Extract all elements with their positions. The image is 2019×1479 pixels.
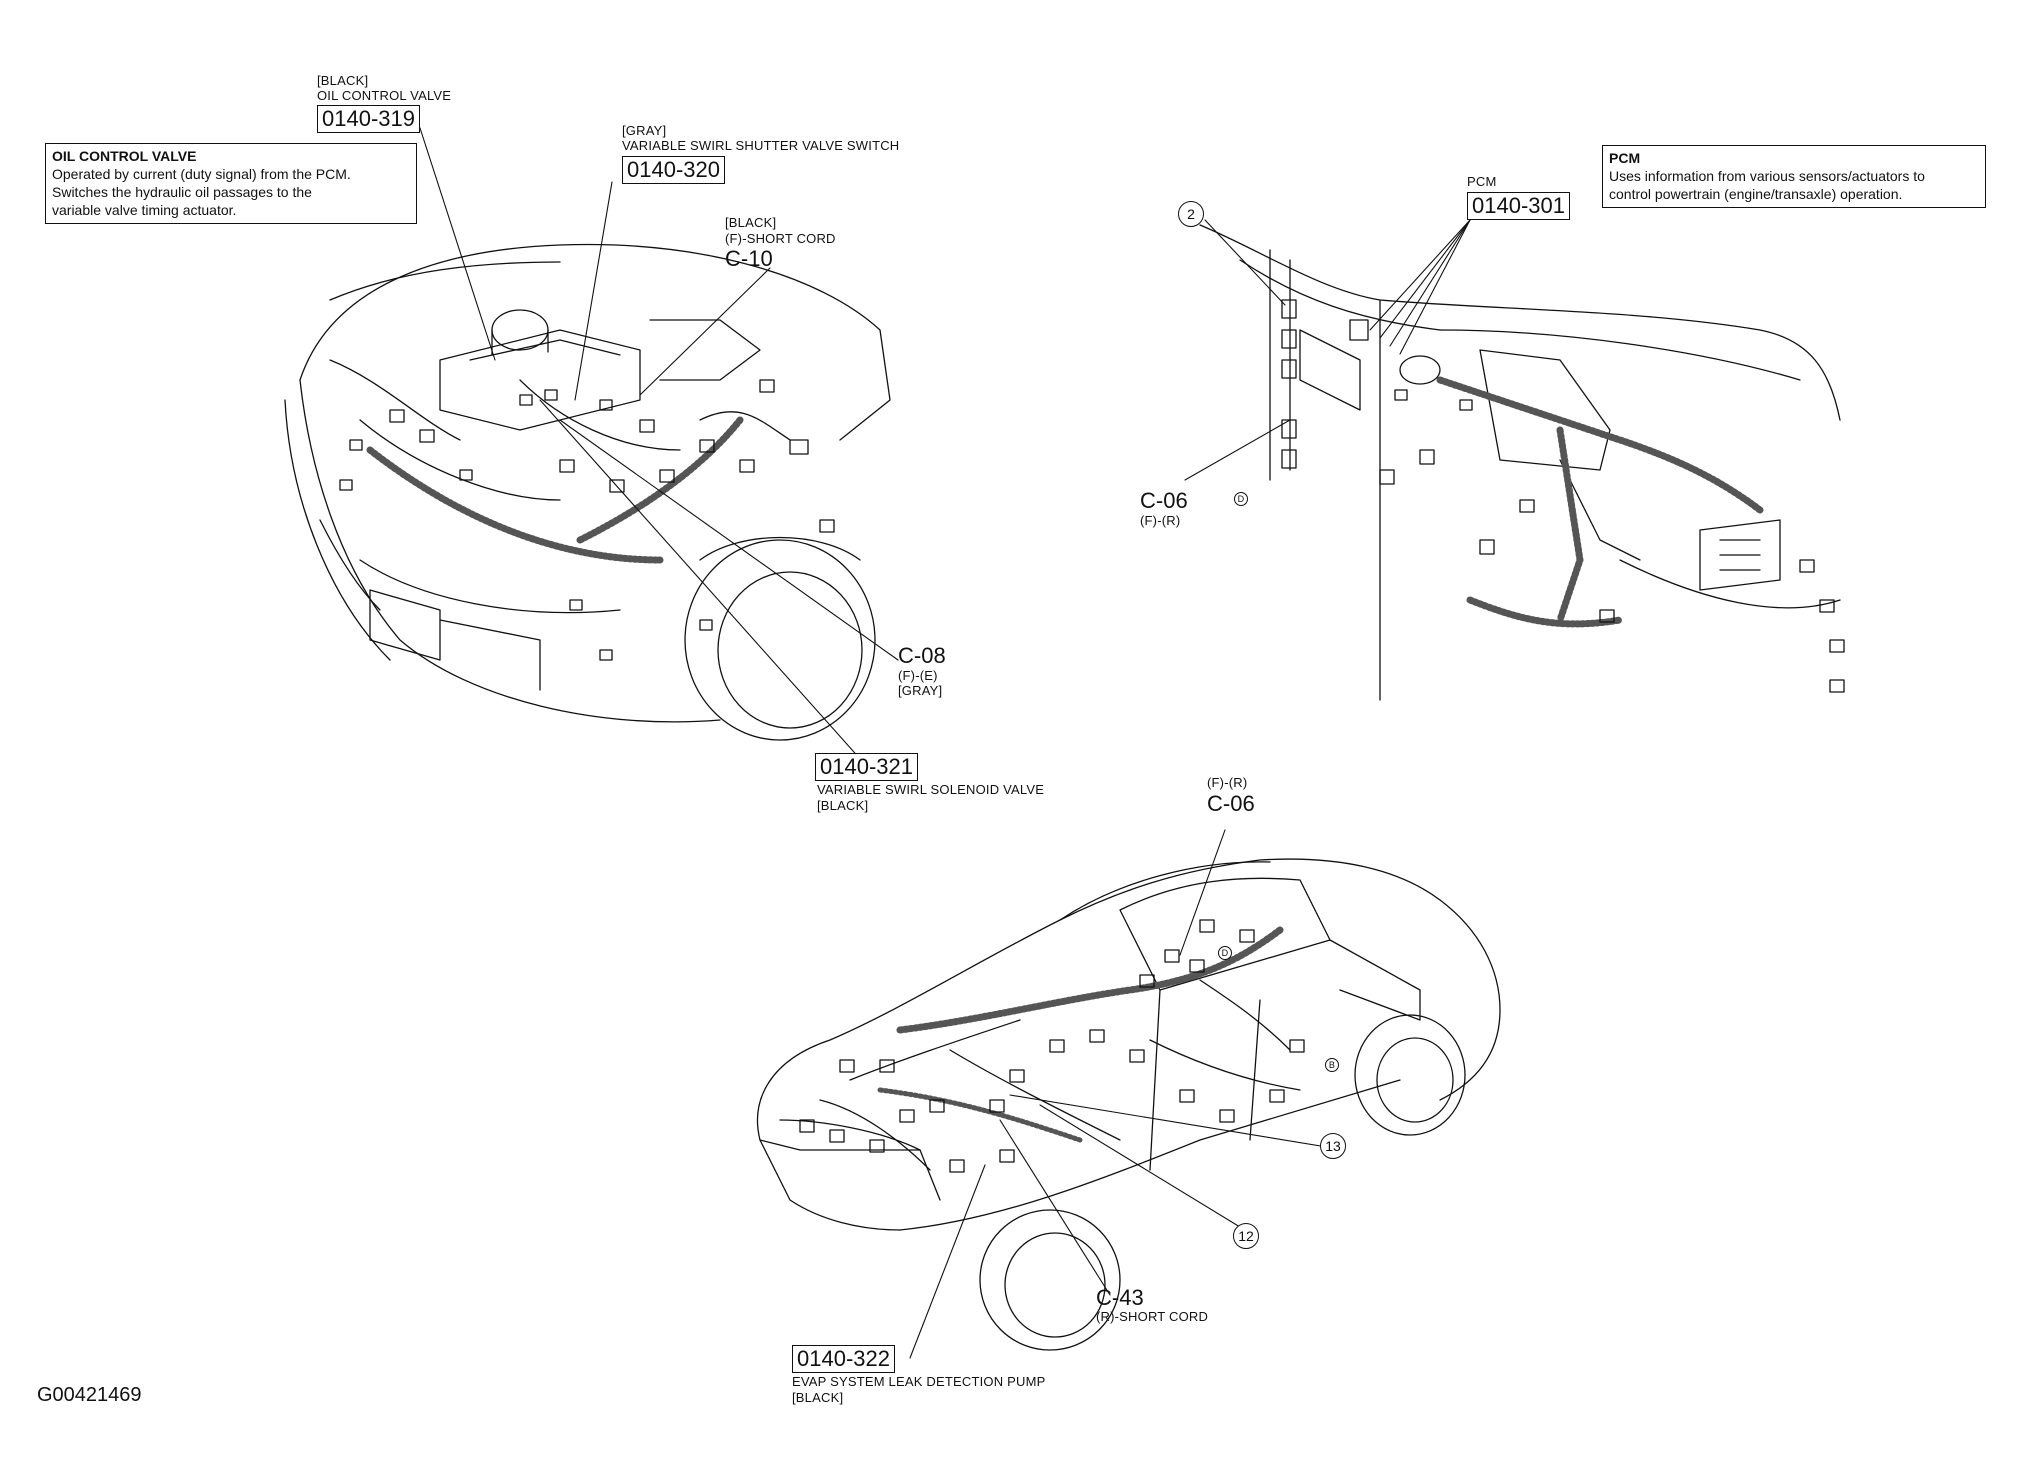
engine-bay-illustration [284,243,891,741]
c06-front-code: C-06 [1140,488,1188,513]
ocv-note-box: OIL CONTROL VALVE Operated by current (d… [45,143,417,224]
engine-leader-lines [419,127,899,771]
ocv-color: [BLACK] [317,73,369,88]
pcm-note-title: PCM [1609,150,1641,166]
marker-12: 12 [1233,1223,1259,1249]
ocv-note-line: variable valve timing actuator. [52,202,237,218]
dashboard-illustration [1199,224,1845,701]
swirl-solenoid-color: [BLACK] [817,798,869,813]
marker-2: 2 [1178,201,1204,227]
pcm-name: PCM [1467,174,1497,189]
ocv-part-number: 0140-319 [317,105,420,133]
swirl-switch-part-number: 0140-320 [622,156,725,184]
c10-code: C-10 [725,246,773,271]
ocv-note-title: OIL CONTROL VALVE [52,148,197,164]
c08-color: [GRAY] [898,683,943,698]
pcm-note-line: control powertrain (engine/transaxle) op… [1609,186,1903,202]
c06-rear-code: C-06 [1207,791,1255,816]
pcm-note-box: PCM Uses information from various sensor… [1602,145,1986,208]
dashboard-leader-lines [1184,219,1471,481]
c10-color: [BLACK] [725,215,777,230]
marker-d-front: D [1234,492,1248,506]
c06-front-sub: (F)-(R) [1140,513,1181,528]
evap-name: EVAP SYSTEM LEAK DETECTION PUMP [792,1374,1046,1389]
pcm-part-number: 0140-301 [1467,192,1570,220]
vehicle-leader-lines [909,829,1346,1359]
marker-b: B [1325,1058,1339,1072]
c10-sub: (F)-SHORT CORD [725,231,836,246]
c08-code: C-08 [898,643,946,668]
c43-sub: (R)-SHORT CORD [1096,1309,1209,1324]
swirl-solenoid-name: VARIABLE SWIRL SOLENOID VALVE [817,782,1045,797]
c06-rear-sub: (F)-(R) [1207,775,1248,790]
c43-code: C-43 [1096,1285,1144,1310]
swirl-switch-color: [GRAY] [622,123,667,138]
pcm-note-line: Uses information from various sensors/ac… [1609,168,1925,184]
figure-id: G00421469 [37,1384,142,1406]
c08-sub: (F)-(E) [898,668,938,683]
ocv-name: OIL CONTROL VALVE [317,88,452,103]
swirl-solenoid-part-number: 0140-321 [815,753,918,781]
marker-d-rear: D [1218,946,1232,960]
ocv-note-line: Switches the hydraulic oil passages to t… [52,184,312,200]
vehicle-illustration [756,858,1501,1351]
ocv-note-line: Operated by current (duty signal) from t… [52,166,351,182]
swirl-switch-name: VARIABLE SWIRL SHUTTER VALVE SWITCH [622,138,900,153]
evap-part-number: 0140-322 [792,1345,895,1373]
evap-color: [BLACK] [792,1390,844,1405]
marker-13: 13 [1320,1133,1346,1159]
